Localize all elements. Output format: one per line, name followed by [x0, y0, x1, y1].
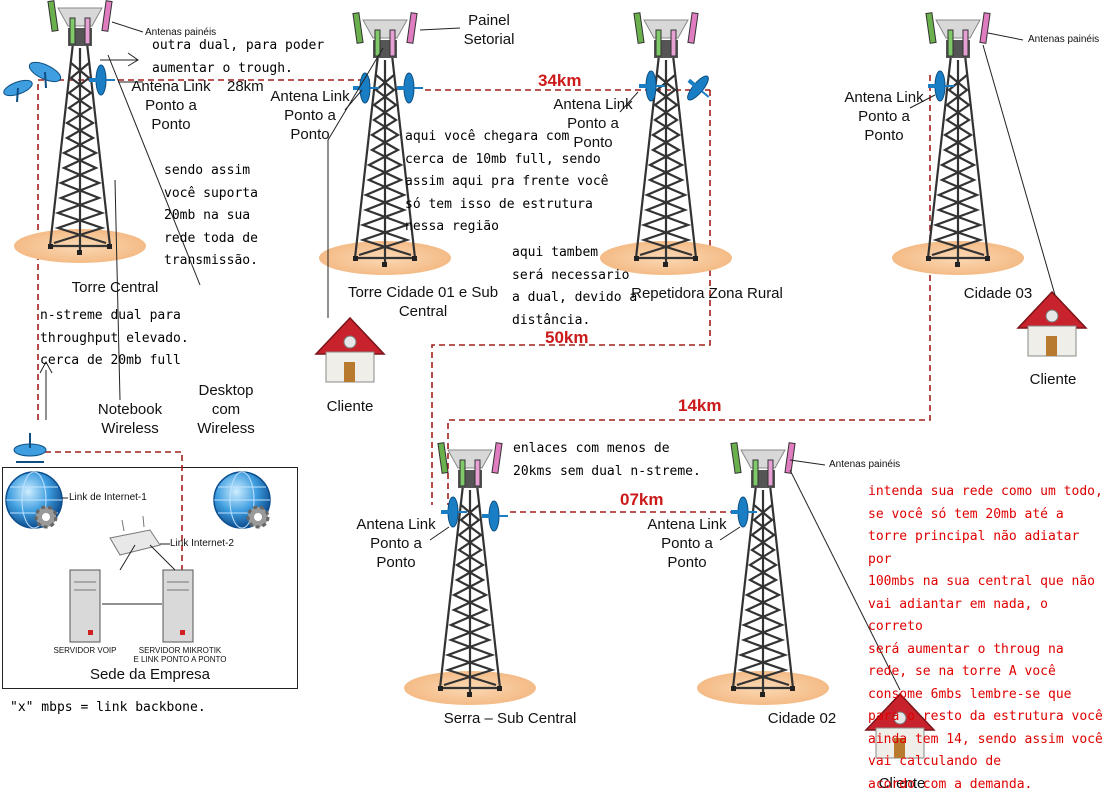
note-intenda: intenda sua rede como um todo, se você s… [868, 484, 1103, 792]
antena-link-label-serra: Antena Link Ponto a Ponto [356, 516, 436, 571]
antenas-paineis-label-cidade02: Antenas painéis [829, 459, 901, 470]
note-sendo-assim: sendo assim você suporta 20mb na sua red… [164, 163, 258, 268]
gear-icon [34, 505, 58, 529]
distance-07km: 07km [620, 490, 664, 509]
distance-14km: 14km [678, 396, 722, 415]
antena-link-label-rural: Antena Link Ponto a Ponto [553, 96, 633, 151]
note-enlaces: enlaces com menos de 20kms sem dual n-st… [513, 441, 701, 479]
antenas-paineis-label-central: Antenas painéis [145, 27, 217, 38]
router-icon [109, 515, 161, 556]
dish-icon [396, 72, 424, 104]
house-icon [315, 317, 385, 383]
cliente-label-2: Cliente [1029, 371, 1077, 388]
dish-icon [678, 67, 720, 110]
antena-link-label-cidade01: Antena Link Ponto a Ponto [270, 88, 350, 143]
tower-label-cidade01: Torre Cidade 01 e Sub Central [347, 284, 499, 320]
note-outra-dual: outra dual, para poder aumentar o trough… [152, 38, 325, 76]
distance-50km: 50km [545, 328, 589, 347]
backbone-legend: "x" mbps = link backbone. [10, 700, 206, 715]
tower-label-rural: Repetidora Zona Rural [631, 285, 783, 302]
antenas-paineis-label-cidade03: Antenas painéis [1028, 34, 1100, 45]
tower-label-serra: Serra – Sub Central [443, 710, 577, 727]
notebook-label: Notebook Wireless [97, 401, 163, 437]
cliente-label-3: Cliente [878, 775, 926, 792]
antena-link-label-central: Antena Link Ponto a Ponto [131, 78, 211, 133]
cliente-label-1: Cliente [326, 398, 374, 415]
painel-setorial-label: Painel Setorial [463, 12, 515, 48]
note-aqui-voce: aqui você chegara com cerca de 10mb full… [405, 129, 609, 234]
note-aqui-tambem: aqui tambem será necessario a dual, devi… [512, 245, 638, 328]
servidor-voip-label: SERVIDOR VOIP [53, 646, 117, 655]
dish-icon [13, 433, 47, 463]
desktop-label: Desktop com Wireless [197, 382, 255, 437]
servidor-mikrotik-label: SERVIDOR MIKROTIK E LINK PONTO A PONTO [133, 646, 227, 664]
link-internet-1-label: Link de Internet-1 [69, 492, 147, 503]
sede-label: Sede da Empresa [89, 666, 211, 683]
tower-label-cidade02: Cidade 02 [767, 710, 837, 727]
distance-28km: 28km [227, 78, 264, 95]
link-internet-2-label: Link Internet-2 [170, 538, 234, 549]
note-nstreme: n-streme dual para throughput elevado. c… [40, 308, 189, 368]
server-icon [162, 569, 194, 643]
connector-lines [39, 21, 1056, 691]
tower-label-cidade03: Cidade 03 [963, 285, 1033, 302]
antena-link-label-cidade03: Antena Link Ponto a Ponto [844, 89, 924, 144]
antena-link-label-cidade02: Antena Link Ponto a Ponto [647, 516, 727, 571]
server-icon [69, 569, 101, 643]
distance-34km: 34km [538, 71, 582, 90]
tower-label-central: Torre Central [71, 279, 159, 296]
dish-icon [481, 500, 509, 532]
dish-icon [3, 61, 62, 103]
gear-icon [246, 505, 270, 529]
